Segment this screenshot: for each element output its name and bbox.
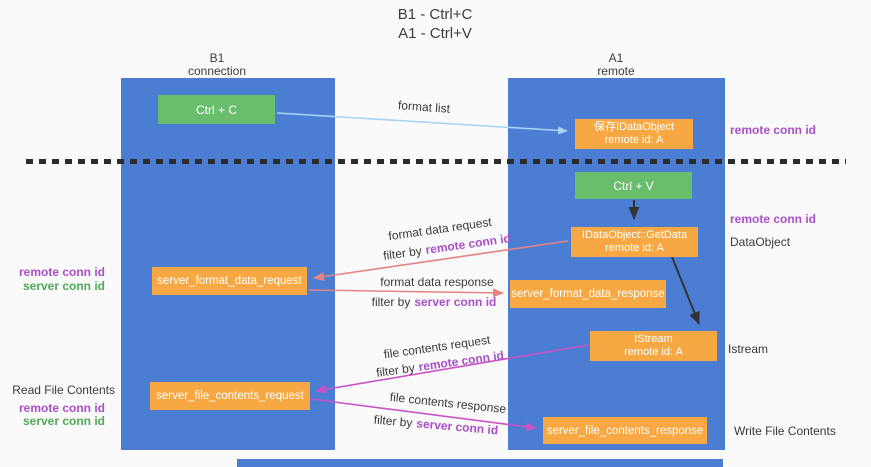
node-server-file-contents-response-label: server_file_contents_response <box>546 424 704 437</box>
right-label-dataobject: DataObject <box>730 235 791 249</box>
node-server-format-data-request-label: server_format_data_request <box>157 275 302 287</box>
node-ctrl-c-label: Ctrl + C <box>195 102 237 117</box>
lane-b1-title: B1 <box>209 51 225 65</box>
diagram-title: B1 - Ctrl+C A1 - Ctrl+V <box>330 5 540 43</box>
label-server-conn-id-filter-1: server conn id <box>414 295 497 309</box>
arrow-format-data-response <box>308 288 504 298</box>
node-ctrl-v: Ctrl + V <box>575 172 692 199</box>
title-line-2: A1 - Ctrl+V <box>398 25 472 42</box>
left-label-remote-conn-id-2: remote conn id <box>18 401 105 415</box>
node-istream: IStream remote id: A <box>590 331 717 361</box>
label-filter-by-1: filter by <box>382 243 423 263</box>
title-line-1: B1 - Ctrl+C <box>397 6 473 23</box>
node-server-file-contents-response: server_file_contents_response <box>543 417 707 444</box>
label-filter-by-4: filter by <box>373 412 414 430</box>
node-istream-line1: IStream <box>634 333 673 345</box>
lane-header-b1: B1 connection <box>142 52 292 78</box>
node-server-file-contents-request-label: server_file_contents_request <box>156 390 304 402</box>
right-label-istream: Istream <box>728 342 769 356</box>
node-save-idataobject: 保存IDataObject remote id: A <box>575 119 693 149</box>
lane-header-a1: A1 remote <box>541 52 691 78</box>
node-ctrl-c: Ctrl + C <box>158 95 275 124</box>
node-idataobject-getdata: IDataObject::GetData remote id: A <box>571 227 698 257</box>
node-save-idataobject-line1: 保存IDataObject <box>593 121 675 133</box>
right-label-write-file-contents: Write File Contents <box>734 424 836 438</box>
dashed-separator <box>26 159 846 164</box>
partial-bottom-lane <box>237 459 723 467</box>
lane-b1-subtitle: connection <box>187 64 247 78</box>
right-label-remote-conn-id-1: remote conn id <box>730 123 817 137</box>
node-server-format-data-request: server_format_data_request <box>152 267 307 295</box>
right-label-remote-conn-id-2: remote conn id <box>730 212 817 226</box>
label-filter-by-2: filter by <box>371 295 411 309</box>
node-istream-line2: remote id: A <box>624 346 683 358</box>
node-save-idataobject-line2: remote id: A <box>604 134 664 146</box>
lane-a1-title: A1 <box>608 51 624 65</box>
left-label-read-file-contents: Read File Contents <box>12 383 115 397</box>
left-label-server-conn-id-1: server conn id <box>22 279 105 293</box>
node-server-file-contents-request: server_file_contents_request <box>150 382 310 410</box>
left-label-remote-conn-id-1: remote conn id <box>18 265 105 279</box>
node-idataobject-getdata-line2: remote id: A <box>605 242 664 254</box>
node-server-format-data-response-label: server_format_data_response <box>511 288 665 300</box>
label-server-conn-id-filter-2: server conn id <box>415 416 499 438</box>
label-file-contents-response: file contents response <box>389 389 507 417</box>
node-server-format-data-response: server_format_data_response <box>510 280 666 308</box>
label-filter-by-3: filter by <box>375 360 416 380</box>
left-label-server-conn-id-2: server conn id <box>22 414 105 428</box>
lane-a1-subtitle: remote <box>597 64 635 78</box>
label-format-data-response: format data response <box>380 275 494 289</box>
node-ctrl-v-label: Ctrl + V <box>613 178 654 193</box>
label-format-list: format list <box>397 98 451 116</box>
node-idataobject-getdata-line1: IDataObject::GetData <box>581 229 688 241</box>
